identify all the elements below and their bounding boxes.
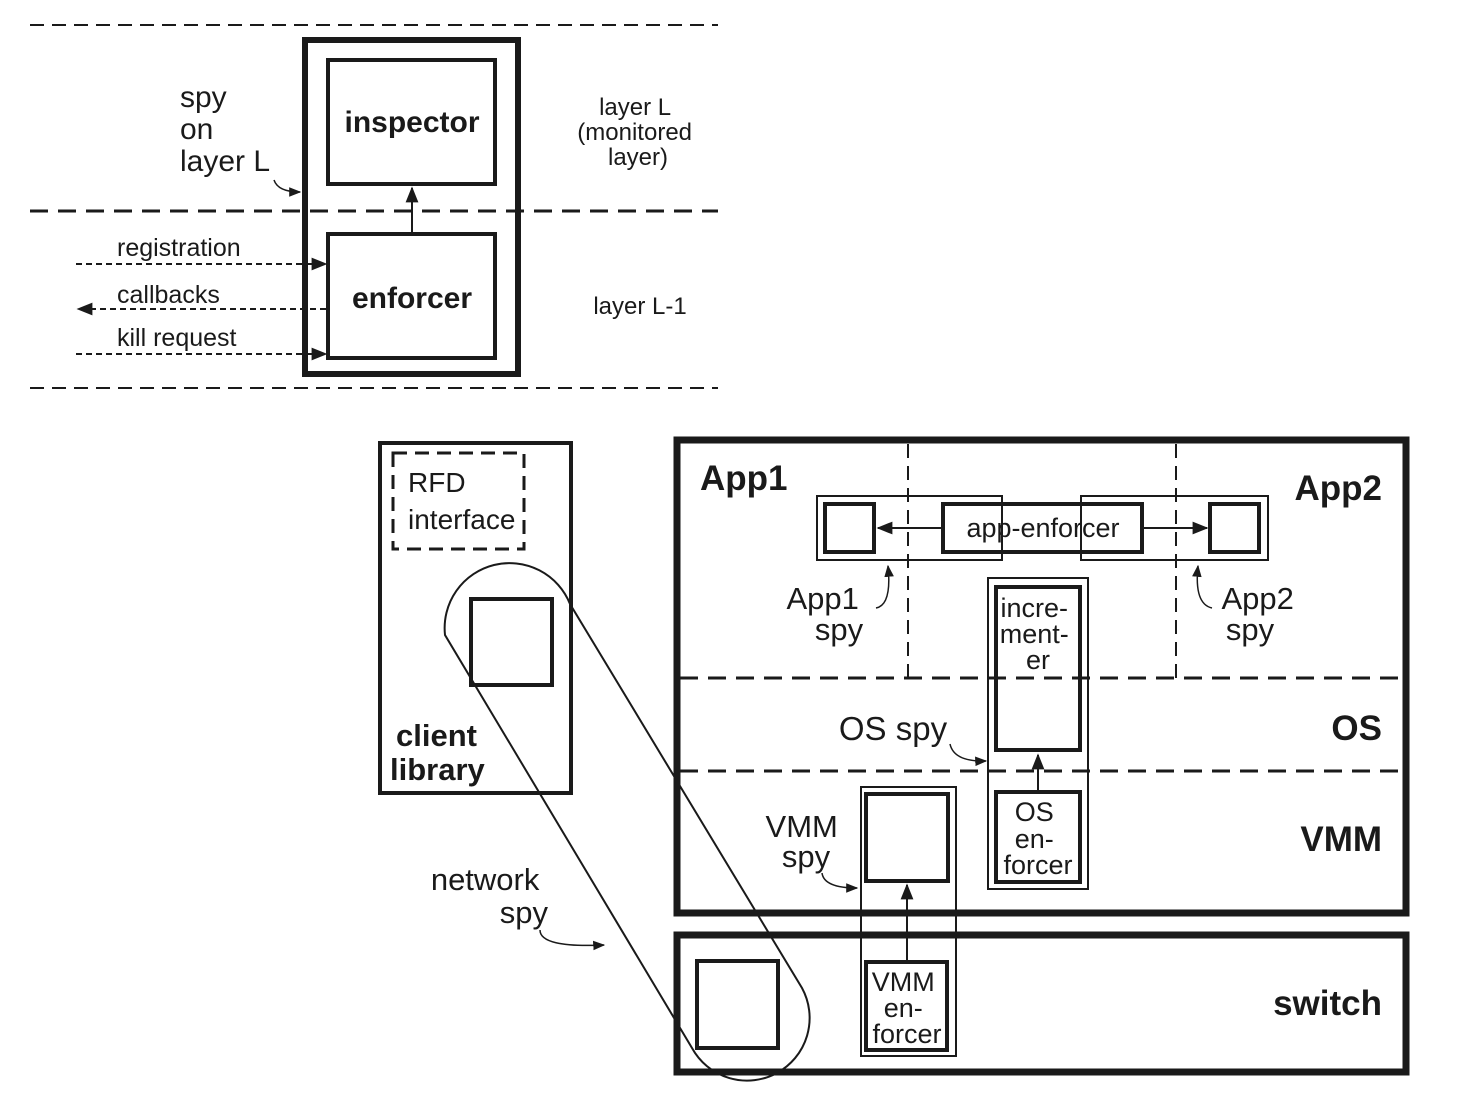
network-line-1: network	[431, 862, 540, 897]
spy-pointer-arrow	[273, 179, 302, 197]
os-label: OS	[1331, 709, 1382, 748]
spy-line-2: on	[180, 113, 213, 146]
client-library-box	[378, 441, 573, 795]
top-diagram: inspector enforcer spy on layer L layer …	[30, 24, 718, 389]
kill-request-label: kill request	[117, 324, 237, 352]
bottom-diagram: RFD interface client library network spy…	[378, 436, 1410, 1082]
app-enforcer-label: app-enforcer	[966, 513, 1119, 543]
network-line-2: spy	[500, 895, 549, 930]
vmm-label: VMM	[1300, 820, 1382, 859]
inspector-label: inspector	[344, 106, 479, 139]
layer-l-line-2: (monitored	[577, 119, 692, 146]
os-enforcer-line-2: en-	[1015, 824, 1054, 854]
vmm-spy-outer	[860, 786, 957, 1057]
os-spy-outer	[987, 577, 1089, 890]
rfd-interface-label: RFD interface	[408, 467, 515, 535]
vmm-spy-pointer	[821, 872, 859, 893]
layer-l1-label: layer L-1	[593, 293, 686, 320]
incrementer-box	[994, 585, 1082, 752]
app2-spy-line-2: spy	[1226, 612, 1275, 647]
enforcer-label: enforcer	[352, 282, 472, 315]
vmm-spy-line-2: spy	[782, 839, 831, 874]
spy-line-3: layer L	[180, 145, 270, 178]
incrementer-line-3: er	[1026, 645, 1050, 675]
app2-spy-pointer	[1192, 564, 1213, 609]
app2-spy-square	[1208, 502, 1261, 554]
inspector-box	[326, 58, 497, 186]
client-line-1: client	[396, 718, 477, 753]
spy-line-1: spy	[180, 81, 227, 114]
registration-label: registration	[117, 234, 241, 262]
app1-spy-label: App1 spy	[786, 581, 867, 647]
network-spy-pointer	[539, 929, 606, 951]
network-spy-capsule	[443, 562, 811, 1082]
app2-label: App2	[1295, 469, 1383, 508]
app2-spy-line-1: App2	[1221, 581, 1293, 616]
vmm-enforcer-label: VMM en- forcer	[872, 967, 943, 1049]
spy-on-layer-label: spy on layer L	[180, 81, 270, 178]
vmm-enforcer-line-1: VMM	[872, 967, 935, 997]
spy-outer-box	[302, 37, 521, 377]
callbacks-label: callbacks	[117, 281, 220, 309]
incrementer-line-2: ment-	[1000, 619, 1069, 649]
rfd-interface-box	[391, 451, 526, 551]
app1-spy-line-2: spy	[815, 612, 864, 647]
app2-spy-outer	[1080, 495, 1269, 561]
layer-l-line-3: layer)	[608, 144, 668, 171]
vmm-spy-line-1: VMM	[766, 809, 838, 844]
os-enforcer-label: OS en- forcer	[1003, 797, 1072, 880]
network-spy-label: network spy	[431, 862, 549, 930]
incrementer-label: incre- ment- er	[1000, 593, 1077, 675]
incrementer-line-1: incre-	[1000, 593, 1068, 623]
vmm-enforcer-line-3: forcer	[872, 1019, 941, 1049]
switch-label: switch	[1273, 984, 1382, 1023]
switch-box	[673, 931, 1410, 1076]
rfd-line-1: RFD	[408, 467, 466, 498]
rfd-line-2: interface	[408, 504, 515, 535]
os-spy-label: OS spy	[839, 710, 948, 747]
app2-spy-label: App2 spy	[1221, 581, 1302, 647]
vmm-spy-square	[864, 792, 950, 883]
vmm-enforcer-line-2: en-	[884, 993, 923, 1023]
app1-spy-pointer	[875, 564, 894, 609]
os-enforcer-line-3: forcer	[1003, 850, 1072, 880]
os-enforcer-line-1: OS	[1015, 797, 1054, 827]
os-spy-pointer	[949, 743, 988, 767]
host-box	[673, 436, 1410, 917]
app1-spy-outer	[816, 495, 1003, 561]
vmm-spy-label: VMM spy	[766, 809, 847, 874]
app1-spy-line-1: App1	[786, 581, 858, 616]
client-square	[469, 597, 554, 687]
switch-square	[695, 959, 780, 1050]
app1-spy-square	[823, 502, 876, 554]
client-line-2: library	[390, 752, 486, 787]
layer-l-label: layer L (monitored layer)	[577, 94, 698, 171]
client-library-label: client library	[390, 718, 486, 787]
app1-label: App1	[700, 459, 788, 498]
layer-l-line-1: layer L	[599, 94, 671, 121]
